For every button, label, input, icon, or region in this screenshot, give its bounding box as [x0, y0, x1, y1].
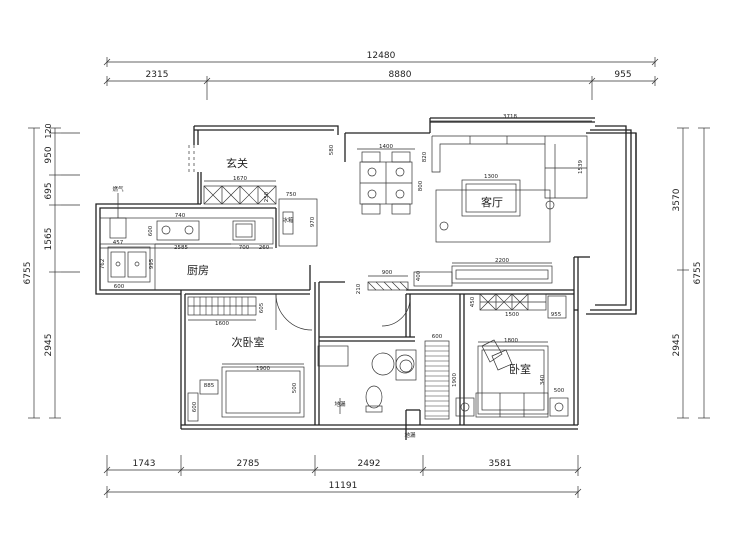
master-955: 955: [551, 312, 562, 318]
right-dimensions: 3570 2945 6755: [672, 127, 710, 419]
bathroom-fixtures: 600 1900 地漏 地漏: [334, 299, 458, 439]
dim-top-1: 2315: [146, 70, 169, 80]
wall-580: 580: [329, 144, 335, 155]
bed2-885: 885: [204, 383, 215, 389]
sink-762: 762: [100, 259, 106, 270]
master-bed: 1800 340 500: [455, 338, 569, 418]
sink-457: 457: [113, 240, 124, 246]
drain-bottom: 地漏: [404, 431, 416, 439]
room-living: 客厅: [481, 195, 503, 209]
outer-walls: [95, 117, 637, 430]
shoe-210: 210: [356, 283, 362, 294]
dim-right-total: 6755: [693, 262, 703, 285]
coffee-1300: 1300: [484, 174, 498, 180]
room-kitchen: 厨房: [187, 264, 209, 277]
counter-700: 700: [239, 245, 250, 251]
dining-1400: 1400: [379, 144, 393, 150]
dining-table: 1400 820 800 580: [329, 144, 428, 215]
bed2-600: 600: [192, 401, 198, 412]
entry-970: 970: [310, 216, 316, 227]
master-450: 450: [470, 296, 476, 307]
bottom-dimensions: 1743 2785 2492 3581 11191: [103, 455, 582, 498]
left-dimensions: 6755 120 950 695 1565 2945: [23, 123, 80, 419]
dim-bottom-3: 2492: [358, 459, 381, 469]
wardrobe-1600: 1600: [215, 321, 229, 327]
dim-left-2: 950: [44, 146, 54, 163]
entry-cab-dim: 1670: [233, 176, 247, 182]
master-wardrobe-1500: 1500: [505, 312, 519, 318]
dining-800: 800: [418, 180, 424, 191]
entry-250: 250: [264, 191, 270, 202]
bed-340: 340: [540, 374, 546, 385]
bed-1800: 1800: [504, 338, 518, 344]
sofa-3718: 3718: [503, 114, 517, 120]
bath-1900: 1900: [452, 373, 458, 387]
counter-260: 260: [259, 245, 270, 251]
tv-2200: 2200: [495, 258, 509, 264]
shoe-900: 900: [382, 270, 393, 276]
dim-bottom-2: 2785: [237, 459, 260, 469]
room-labels: 玄关 客厅 厨房 次卧室 卧室: [187, 156, 531, 376]
corridor-cabinet: 900 210 400: [356, 270, 453, 294]
counter-740: 740: [175, 213, 186, 219]
sink-995: 995: [149, 258, 155, 269]
bed2-500: 500: [292, 382, 298, 393]
room-master-bedroom: 卧室: [509, 362, 531, 376]
second-bedroom-bed: 1900 500 885 600: [187, 345, 349, 422]
dim-right-2: 2945: [672, 334, 682, 357]
living-sofa: 3718 1539 1300: [430, 114, 592, 243]
room-second-bedroom: 次卧室: [232, 335, 265, 349]
tv-bench: 2200: [451, 258, 553, 284]
kitchen-counter: 2585 740 600 700 260 燃气 457 762 600 995: [99, 185, 274, 290]
dim-left-3: 695: [44, 182, 54, 199]
second-bedroom-wardrobe: 1600 605: [187, 293, 313, 331]
dim-right-1: 3570: [672, 188, 682, 211]
bath-600: 600: [432, 334, 443, 340]
interior-walls: [181, 207, 574, 440]
dim-bottom-1: 1743: [133, 459, 156, 469]
dim-top-total: 12480: [367, 51, 396, 61]
top-dimensions: 12480 2315 8880 955: [103, 51, 659, 100]
fridge: 冰箱 750 970: [278, 192, 318, 247]
entry-shoe-cabinet: 1670 250: [203, 176, 277, 205]
dining-820: 820: [422, 151, 428, 162]
counter-2585: 2585: [174, 245, 188, 251]
room-entry: 玄关: [226, 156, 248, 170]
dim-top-2: 8880: [389, 70, 412, 80]
fridge-label: 冰箱: [282, 216, 294, 224]
bed2-1900: 1900: [256, 366, 270, 372]
dim-left-total: 6755: [23, 262, 33, 285]
wardrobe-605: 605: [259, 302, 265, 313]
counter-600: 600: [148, 225, 154, 236]
dim-bottom-4: 3581: [489, 459, 512, 469]
sofa-1539: 1539: [578, 160, 584, 174]
dim-left-1: 120: [44, 123, 53, 138]
master-wardrobe: 1500 450 955: [470, 293, 567, 319]
dim-top-3: 955: [614, 70, 631, 80]
entry-750: 750: [286, 192, 297, 198]
bed-500: 500: [554, 388, 565, 394]
dim-left-5: 2945: [44, 334, 54, 357]
dim-left-4: 1565: [44, 228, 54, 251]
sink-600: 600: [114, 284, 125, 290]
dim-bottom-total: 11191: [329, 481, 358, 491]
shoe-400: 400: [416, 270, 422, 281]
gas-label: 燃气: [112, 185, 124, 193]
